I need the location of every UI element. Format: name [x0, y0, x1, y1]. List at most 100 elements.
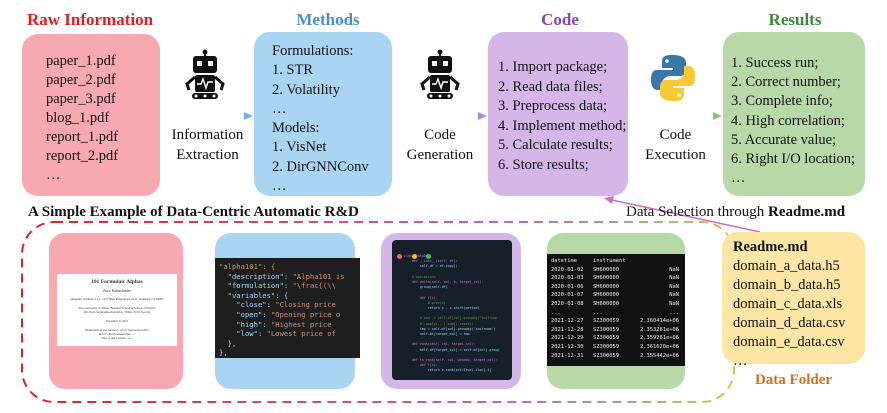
- raw-item: paper_1.pdf: [46, 53, 116, 69]
- methods-box: Formulations: 1. STR 2. Volatility … Mod…: [254, 32, 392, 196]
- code-line: def delta(self, col, k, target_col):: [404, 280, 484, 285]
- code-thumbnail: class DataDev: def __init__(self, df): s…: [392, 240, 512, 380]
- code-box: 1. Import package; 2. Read data files; 3…: [488, 32, 628, 196]
- arrow-extraction: [162, 112, 253, 120]
- code-line: class DataDev:: [404, 254, 432, 258]
- arrow-execution: [630, 112, 722, 120]
- arrow-generation: [394, 112, 487, 120]
- code-line: self.df = df.copy(): [404, 264, 458, 269]
- code-line: self.df[target_col] = tmp: [404, 332, 470, 337]
- methods-item: 2. DirGNNConv: [272, 158, 369, 175]
- code-item: 1. Import package;: [498, 59, 608, 75]
- code-item: 3. Preprocess data;: [498, 98, 608, 114]
- json-line: "close": "Closing price: [219, 300, 336, 310]
- paper-thumbnail: 101 Formulaic Alphas Zura Kakushadze Qua…: [57, 274, 177, 346]
- results-item: 1. Success run;: [731, 55, 819, 71]
- results-box: 1. Success run; 2. Correct number; 3. Co…: [723, 32, 865, 196]
- json-thumbnail: "alpha101": { "description": "Alpha101 i…: [215, 258, 360, 358]
- methods-item: 2. Volatility: [272, 81, 340, 98]
- raw-item: …: [46, 167, 61, 183]
- results-item: …: [731, 170, 746, 187]
- methods-item: …: [272, 100, 287, 117]
- code-item: 5. Calculate results;: [498, 137, 613, 153]
- results-item: 5. Accurate value;: [731, 131, 837, 148]
- data-file: domain_d_data.csv: [733, 315, 846, 331]
- json-line: "low": "Lowest price of: [219, 329, 336, 339]
- raw-info-box: paper_1.pdf paper_2.pdf paper_3.pdf blog…: [22, 34, 160, 196]
- code-line: # prev(x): [404, 300, 446, 305]
- code-line: tmp = self.df[col].groupby('instrume'): [404, 326, 496, 331]
- data-file: domain_b_data.h5: [733, 277, 841, 293]
- data-folder-box: Readme.md domain_a_data.h5 domain_b_data…: [722, 232, 865, 369]
- json-line: "open": "Opening price o: [219, 309, 341, 319]
- raw-item: paper_3.pdf: [46, 91, 116, 107]
- results-item: 6. Right I/O location;: [731, 151, 856, 168]
- example-title: A Simple Example of Data-Centric Automat…: [28, 204, 359, 220]
- code-line: def f(x):: [404, 363, 438, 368]
- code-line: group(self.df): [404, 285, 448, 290]
- json-line: "variables": {: [219, 290, 289, 300]
- robot-icon: [185, 49, 225, 99]
- methods-title: Methods: [296, 10, 360, 29]
- methods-item: …: [272, 178, 287, 195]
- code-item: 6. Store results;: [498, 156, 589, 173]
- methods-item: Formulations:: [272, 43, 354, 59]
- readme-heading: Readme.md: [733, 239, 808, 255]
- code-title: Code: [541, 10, 579, 29]
- json-line: "formulation": "\frac{(\\: [219, 281, 336, 291]
- raw-item: report_2.pdf: [46, 148, 119, 164]
- code-item: 4. Implement method;: [498, 117, 627, 134]
- python-icon: [651, 55, 695, 101]
- methods-item: 1. STR: [272, 62, 314, 79]
- data-folder-title: Data Folder: [754, 372, 833, 388]
- df-row: .........: [551, 309, 679, 316]
- results-item: 3. Complete info;: [731, 93, 833, 110]
- code-line: def rank(self, col, target_col):: [404, 342, 476, 347]
- json-line: "high": "Highest price: [219, 319, 332, 329]
- data-file: domain_c_data.xls: [733, 296, 843, 312]
- raw-item: paper_2.pdf: [46, 72, 116, 88]
- methods-item: Models:: [272, 120, 320, 137]
- arrow-data-selection: [604, 196, 761, 233]
- data-file: domain_a_data.h5: [733, 258, 840, 274]
- methods-item: 1. VisNet: [272, 139, 327, 156]
- json-line: },: [219, 338, 237, 348]
- code-line: # .apply(...).sum().reset(): [404, 321, 474, 326]
- data-file: domain_e_data.csv: [733, 334, 845, 350]
- raw-item: report_1.pdf: [46, 129, 119, 145]
- code-line: def __init__(self, df):: [404, 259, 458, 264]
- code-item: 2. Read data files;: [498, 78, 603, 95]
- results-item: 4. High correlation;: [731, 112, 845, 129]
- data-selection-label: Data Selection through Readme.md: [626, 204, 846, 220]
- code-line: # operations: [404, 274, 436, 279]
- results-title: Results: [768, 10, 822, 29]
- data-file: …: [733, 353, 748, 369]
- code-line: self.df[target_col] = self.df[col].group: [404, 347, 500, 352]
- robot-icon: [420, 49, 460, 99]
- code-line: return x.rank(pct=True).iloc[-1]: [404, 368, 492, 373]
- json-line: "alpha101": {: [219, 262, 276, 271]
- json-line: "description": "Alpha101 is: [219, 271, 345, 281]
- json-line: },: [219, 348, 228, 358]
- results-item: 2. Correct number;: [731, 74, 841, 91]
- code-line: # new -> self.df[col].groupby("instrume: [404, 316, 498, 321]
- window-controls: [397, 244, 432, 263]
- code-line: def ts_rank(self, col, window, target_co…: [404, 358, 498, 363]
- raw-info-title: Raw Information: [26, 10, 154, 29]
- raw-item: blog_1.pdf: [46, 110, 110, 126]
- code-line: return x - x.shift(period): [404, 306, 480, 311]
